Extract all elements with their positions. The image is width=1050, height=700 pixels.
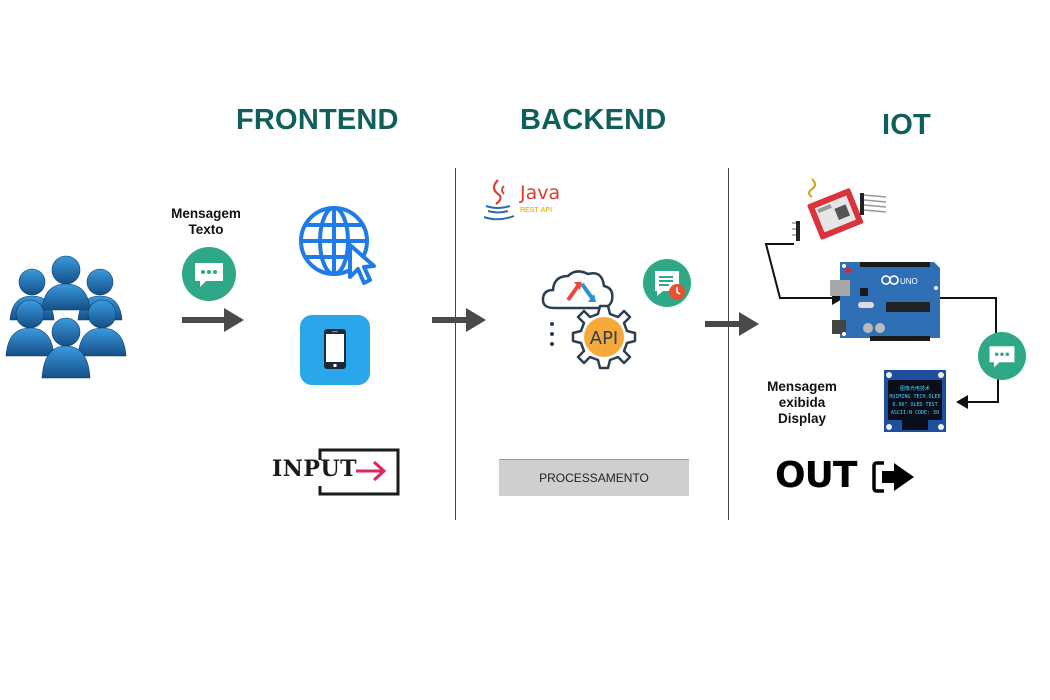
arrow-right-icon [705, 312, 759, 336]
chat-bubble-icon [182, 247, 236, 301]
frontend-title: FRONTEND [236, 104, 399, 136]
message-text-label: Mensagem Texto [160, 206, 252, 238]
arrow-right-icon [432, 308, 486, 332]
oled-line-1: 图像光电技术 [900, 385, 930, 392]
rest-api-label: REST API [520, 207, 553, 214]
message-label-line2: Texto [188, 222, 224, 237]
out-label: OUT [775, 455, 857, 496]
gsm-module-icon [792, 178, 887, 241]
api-label: API [590, 328, 618, 349]
smartphone-icon [300, 315, 370, 385]
processing-label: PROCESSAMENTO [539, 471, 649, 485]
api-gear-icon [571, 304, 637, 370]
users-group-icon [5, 255, 127, 379]
oled-line-4: ASCII:N CODE: 30 [891, 410, 939, 416]
display-label-line1: Mensagem [767, 379, 837, 394]
arduino-uno-icon: UNO [830, 262, 940, 341]
iot-title: IOT [882, 109, 931, 141]
display-label-line2: exibida [778, 395, 826, 410]
display-message-label: Mensagem exibida Display [756, 379, 848, 427]
divider-frontend-backend [455, 168, 456, 520]
java-logo-icon [483, 179, 515, 221]
arduino-label: UNO [900, 277, 918, 286]
chat-bubble-icon [978, 332, 1026, 380]
divider-backend-iot [728, 168, 729, 520]
message-clock-icon [643, 259, 691, 307]
globe-cursor-icon [299, 206, 376, 285]
backend-title: BACKEND [520, 104, 667, 136]
oled-display-icon: 图像光电技术 HUIMING TECH.OLED 0.96" OLED TEST… [884, 370, 946, 432]
processing-box: PROCESSAMENTO [499, 459, 689, 496]
sign-out-icon [872, 461, 914, 493]
wire-connections [764, 243, 999, 409]
oled-line-3: 0.96" OLED TEST [892, 402, 937, 408]
message-label-line1: Mensagem [171, 206, 241, 221]
input-logo: INPUT [272, 448, 402, 496]
arrow-right-icon [182, 308, 244, 332]
input-label: INPUT [272, 456, 357, 482]
display-label-line3: Display [777, 411, 827, 426]
oled-line-2: HUIMING TECH.OLED [889, 394, 940, 400]
cloud-sync-icon: API [541, 270, 637, 370]
input-frame-icon [318, 448, 400, 496]
java-label: Java [520, 182, 561, 204]
